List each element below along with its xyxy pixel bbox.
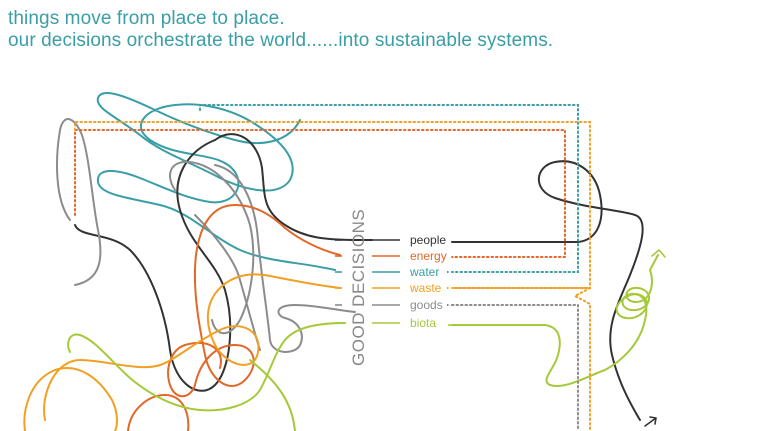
energy-low [127, 394, 190, 431]
waste-low [23, 367, 118, 431]
flow-label-energy: energy [410, 249, 447, 263]
flow-label-goods: goods [410, 298, 443, 312]
flow-label-biota: biota [410, 316, 436, 330]
biota-arrow-icon [651, 249, 666, 258]
water-dotted-route [199, 104, 579, 273]
people-line [214, 133, 373, 241]
biota-out [451, 254, 659, 387]
flow-label-water: water [409, 265, 439, 279]
arrow-icon [644, 416, 657, 427]
headline-line-1: things move from place to place. [8, 8, 285, 29]
flow-label-people: people [410, 233, 446, 247]
waste-dotted-route [74, 121, 591, 431]
goods-tangle-2 [169, 160, 255, 335]
water-tangle [96, 92, 336, 271]
waste-tangle [43, 273, 341, 421]
goods-dotted-route [451, 304, 579, 431]
biota-tangle [67, 322, 346, 431]
headline: things move from place to place. our dec… [8, 8, 553, 52]
energy-tangle [167, 204, 341, 398]
people-out [451, 160, 644, 421]
people-tangle [74, 139, 232, 392]
headline-line-2: our decisions orchestrate the world.....… [8, 30, 554, 51]
flow-label-waste: waste [409, 281, 442, 295]
good-decisions-label: GOOD DECISIONS [349, 209, 368, 366]
